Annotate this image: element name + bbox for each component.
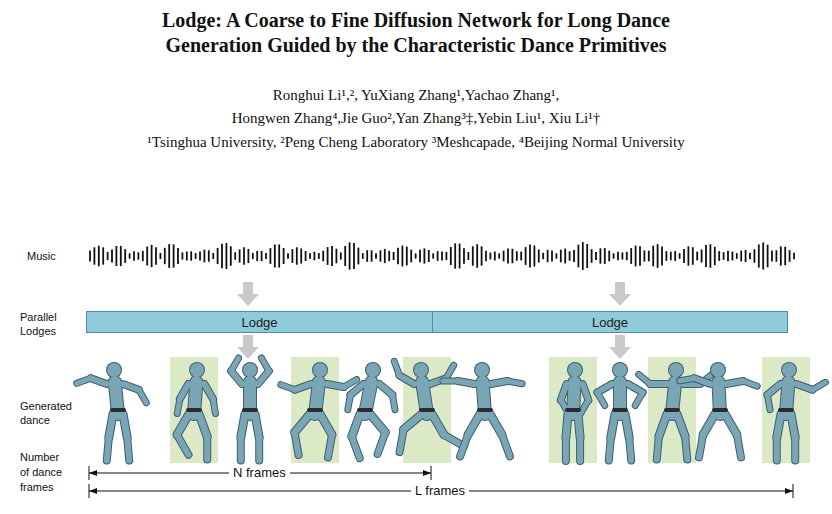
dancer-figure [281, 362, 357, 457]
dancer-figure [443, 362, 522, 456]
band-label: Lodge [241, 315, 277, 330]
band-label: Lodge [592, 315, 628, 330]
dimension-label: N frames [229, 465, 290, 481]
lodge-band: Lodge [86, 311, 433, 333]
dancer-figure [394, 361, 464, 452]
paper-title: Lodge: A Coarse to Fine Diffusion Networ… [46, 8, 786, 58]
dimension-label: L frames [411, 483, 469, 499]
row-label: Parallel Lodges [20, 310, 72, 338]
dancer-figure [231, 358, 269, 461]
dancer-figure [680, 362, 758, 457]
frame-dimensions [89, 466, 793, 498]
dancer-figure [597, 362, 642, 461]
dancer-figure [767, 362, 825, 461]
dancer-figure [177, 362, 216, 460]
music-waveform [90, 242, 794, 270]
row-label: Number of dance frames [20, 450, 70, 495]
author-list: Hongwen Zhang⁴,Jie Guo²,Yan Zhang³‡,Yebi… [16, 109, 816, 128]
lodge-band: Lodge [432, 311, 788, 333]
dancer-figures [77, 358, 826, 461]
row-label: Generated dance [20, 399, 82, 427]
primitive-highlights [170, 357, 810, 463]
dancer-figure [561, 362, 589, 461]
dancer-figure [639, 362, 712, 460]
dancer-figure [348, 362, 395, 458]
dancer-figure [77, 362, 147, 461]
author-list: Ronghui Li¹,², YuXiang Zhang¹,Yachao Zha… [16, 86, 816, 105]
affiliations: ¹Tsinghua University, ²Peng Cheng Labora… [16, 133, 816, 152]
row-label: Music [27, 249, 87, 263]
